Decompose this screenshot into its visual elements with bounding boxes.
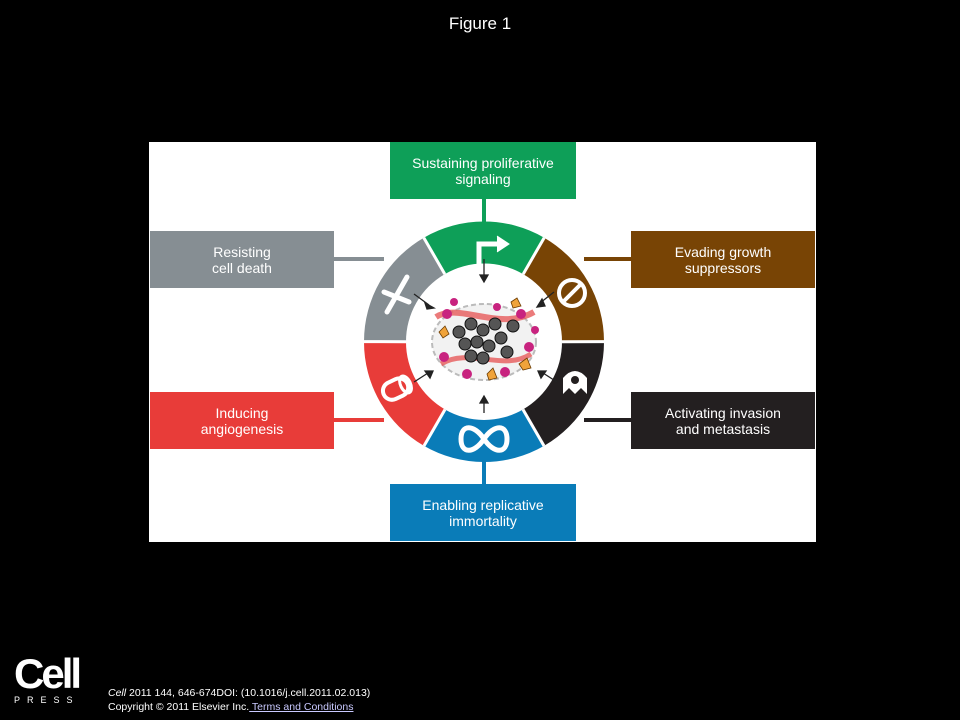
citation-line: Cell 2011 144, 646-674DOI: (10.1016/j.ce… [108, 686, 370, 700]
citation-block: Cell 2011 144, 646-674DOI: (10.1016/j.ce… [108, 686, 370, 714]
metastasis-cell-icon [563, 371, 587, 394]
inward-arrows [413, 259, 558, 413]
hallmark-invasion-label: Activating invasion and metastasis [631, 392, 815, 449]
blood-vessel-icon [380, 374, 413, 402]
segment-proliferative [423, 221, 545, 275]
hallmark-proliferative-label: Sustaining proliferative signaling [390, 142, 576, 199]
cell-press-logo: Cell PRESS [14, 650, 82, 706]
figure-title: Figure 1 [448, 14, 512, 33]
copyright-line: Copyright © 2011 Elsevier Inc. Terms and… [108, 700, 370, 714]
citation-text: 2011 144, 646-674DOI: (10.1016/j.cell.20… [126, 687, 371, 699]
hallmark-angiogenesis-label: Inducing angiogenesis [150, 392, 334, 449]
tumor-microenvironment-illustration [431, 297, 539, 381]
terms-link[interactable]: Terms and Conditions [249, 701, 354, 713]
infinity-icon [458, 425, 510, 453]
hallmarks-diagram: Sustaining proliferative signaling Evadi… [149, 142, 816, 542]
signaling-arrow-icon [476, 235, 510, 268]
hallmark-growth-suppressors-label: Evading growth suppressors [631, 231, 815, 288]
copyright-text: Copyright © 2011 Elsevier Inc. [108, 701, 250, 713]
segment-growth-suppressors [523, 237, 604, 342]
hallmarks-wheel [334, 199, 631, 484]
hallmark-immortality-label: Enabling replicative immortality [390, 484, 576, 541]
logo-press-text: PRESS [14, 695, 80, 705]
segment-cell-death [363, 237, 445, 342]
no-entry-icon [557, 278, 587, 308]
journal-name: Cell [108, 687, 127, 699]
segment-invasion [523, 341, 605, 446]
logo-cell-text: Cell [14, 650, 82, 697]
cell-death-cross-icon [381, 274, 412, 315]
segment-dividers [363, 236, 605, 447]
hallmark-cell-death-label: Resisting cell death [150, 231, 334, 288]
